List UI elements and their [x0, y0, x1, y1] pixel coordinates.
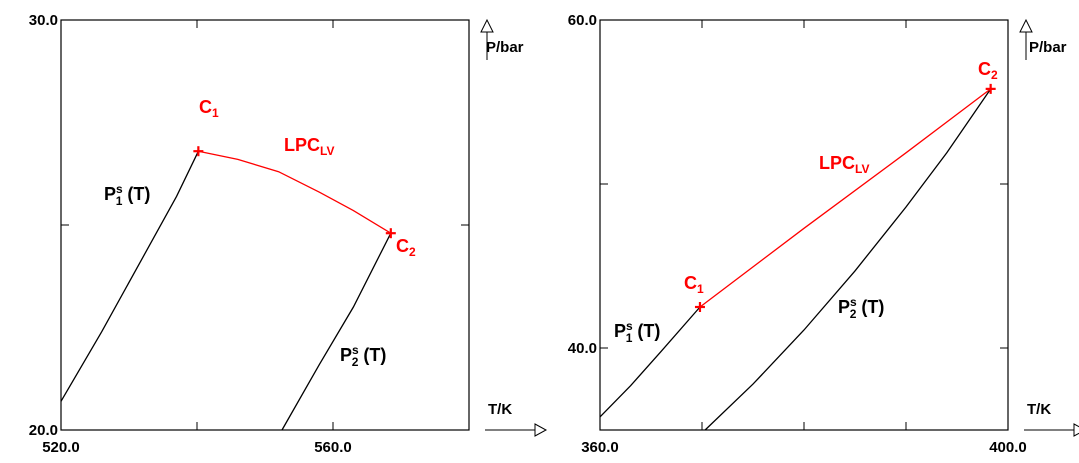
- y-axis-label: P/bar: [486, 39, 524, 56]
- plot-frame: [60, 19, 470, 431]
- y-tick-label: 20.0: [29, 422, 58, 439]
- point-label-1: C1: [199, 97, 219, 120]
- y-tick-label: 40.0: [568, 340, 597, 357]
- y-axis-arrow-head: [480, 18, 494, 33]
- point-label-2: C2: [978, 59, 998, 82]
- x-axis-arrow-head: [1073, 423, 1079, 437]
- series-line-1: [599, 306, 701, 418]
- y-tick-label: 30.0: [29, 12, 58, 29]
- x-tick-label: 520.0: [42, 439, 80, 456]
- series-line-1: [60, 150, 199, 402]
- x-tick-label: 560.0: [314, 439, 352, 456]
- x-axis-label: T/K: [1027, 401, 1051, 418]
- point-label-2: C2: [396, 236, 416, 259]
- series-line-2: [704, 88, 992, 431]
- x-tick-label: 400.0: [989, 439, 1027, 456]
- series-line-3: [198, 150, 392, 234]
- y-axis-label: P/bar: [1029, 39, 1067, 56]
- series-label-3: LPCLV: [284, 135, 334, 158]
- x-axis-label: T/K: [488, 401, 512, 418]
- series-label-3: LPCLV: [819, 153, 869, 176]
- y-tick-label: 60.0: [568, 12, 597, 29]
- plot-frame: [599, 19, 1009, 431]
- series-line-2: [281, 232, 392, 431]
- point-label-1: C1: [684, 273, 704, 296]
- x-axis-arrow-head: [534, 423, 548, 437]
- x-tick-label: 360.0: [581, 439, 619, 456]
- series-line-3: [699, 88, 992, 308]
- y-axis-arrow-head: [1019, 18, 1033, 33]
